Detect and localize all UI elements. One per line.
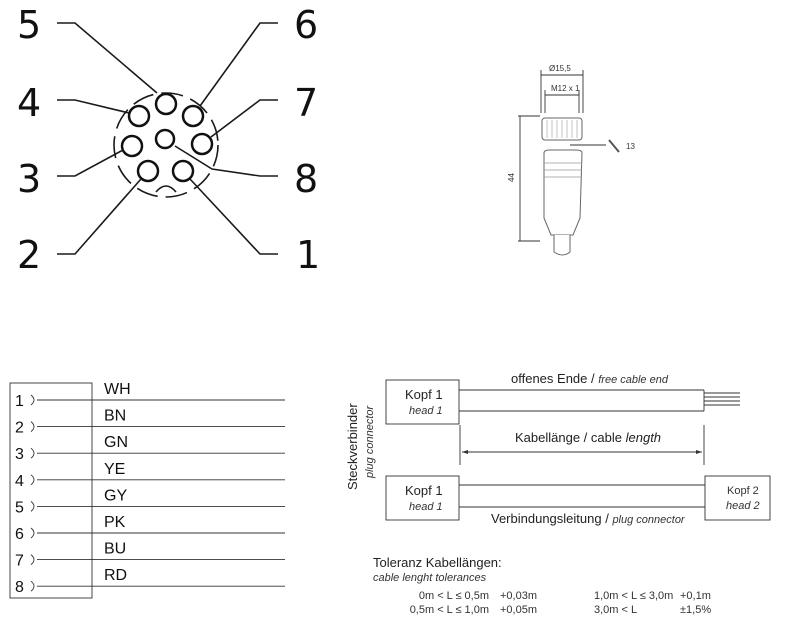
wrench-size: 13 (626, 142, 635, 151)
wire-color-code: BN (104, 408, 126, 425)
pin-4 (127, 104, 151, 128)
wiring-table: 1 WH 2 BN 3 GN 4 YE 5 GY 6 PK 7 BU 8 RD (9, 381, 285, 599)
connector-drawing: Ø15,5 M12 x 1 44 13 (507, 64, 635, 256)
pin-8 (154, 128, 176, 150)
wire-color-code: BU (104, 541, 126, 558)
wire-row: 6 PK (15, 514, 285, 543)
head2-en: head 2 (726, 500, 760, 512)
pin-3 (120, 134, 144, 158)
socket-contact-icon (30, 447, 35, 459)
cable-length-label: Kabellänge / cable length (515, 430, 661, 445)
socket-contact-icon (30, 474, 35, 486)
pin-label-8: 8 (294, 157, 318, 201)
wire-row: 7 BU (15, 541, 285, 570)
tolerance-range: 0m < L ≤ 0,5m (419, 590, 489, 602)
pin-6 (181, 104, 205, 128)
head1-label-top: Kopf 1 (405, 387, 443, 402)
pin-label-7: 7 (294, 81, 318, 125)
pin-leader-lines (57, 22, 278, 255)
cable-diagram: Steckverbinder plug connector Kopf 1 hea… (345, 371, 771, 526)
wire-row: 3 GN (15, 434, 285, 463)
wire-color-code: YE (104, 461, 125, 478)
wire-pin-number: 2 (15, 420, 24, 437)
tolerance-table: Toleranz Kabellängen: cable lenght toler… (373, 555, 711, 616)
tolerance-value: +0,03m (500, 590, 537, 602)
socket-contact-icon (30, 527, 35, 539)
connector-body (543, 149, 583, 236)
wire-color-code: GN (104, 434, 128, 451)
wire-row: 5 GY (15, 487, 285, 516)
pin-label-4: 4 (17, 81, 41, 125)
pin-5 (154, 92, 178, 116)
wire-row: 4 YE (15, 461, 285, 490)
socket-contact-icon (30, 580, 35, 592)
tolerance-subtitle: cable lenght tolerances (373, 572, 487, 584)
length-dimension: 44 (507, 173, 516, 182)
wire-color-code: GY (104, 487, 127, 504)
socket-contact-icon (30, 554, 35, 565)
tolerance-value: +0,05m (500, 604, 537, 616)
wire-color-code: WH (104, 381, 131, 398)
pin-contacts (120, 92, 214, 183)
head1-en-top: head 1 (409, 405, 443, 417)
tolerance-range: 1,0m < L ≤ 3,0m (594, 590, 673, 602)
head2-label: Kopf 2 (727, 485, 759, 497)
wire-pin-number: 3 (15, 446, 24, 463)
tolerance-value: ±1,5% (680, 604, 711, 616)
pin-7 (190, 132, 214, 156)
wire-pin-number: 5 (15, 499, 24, 516)
pin-label-1: 1 (296, 233, 320, 277)
pin-label-2: 2 (17, 233, 41, 277)
tolerance-value: +0,1m (680, 590, 711, 602)
socket-contact-icon (30, 394, 35, 406)
wire-pin-number: 8 (15, 579, 24, 596)
tolerance-range: 0,5m < L ≤ 1,0m (410, 604, 489, 616)
coding-key (155, 185, 177, 193)
wire-pin-number: 4 (15, 473, 24, 490)
head1-label-bottom: Kopf 1 (405, 483, 443, 498)
wire-pin-number: 6 (15, 526, 24, 543)
tolerance-range: 3,0m < L (594, 604, 637, 616)
wire-row: 8 RD (15, 567, 285, 596)
wire-row: 2 BN (15, 408, 285, 437)
wire-pin-number: 7 (15, 553, 24, 570)
wire-color-code: PK (104, 514, 126, 531)
head1-box-top (385, 379, 460, 425)
wrench-icon (608, 139, 620, 153)
head2-box (704, 475, 771, 521)
wire-color-code: RD (104, 567, 127, 584)
tolerance-title: Toleranz Kabellängen: (373, 555, 502, 570)
socket-contact-icon (30, 501, 35, 512)
pin-label-5: 5 (17, 3, 41, 47)
wire-row: 1 WH (15, 381, 285, 410)
diameter-dimension: Ø15,5 (549, 64, 571, 73)
head1-en-bottom: head 1 (409, 501, 443, 513)
free-wire-ends (704, 392, 740, 406)
head1-box-bottom (385, 475, 460, 521)
cable-stub (553, 235, 571, 256)
pin-label-6: 6 (294, 3, 318, 47)
thread-dimension: M12 x 1 (551, 84, 580, 93)
wire-pin-number: 1 (15, 393, 24, 410)
pin-1 (171, 159, 195, 183)
pin-2 (136, 159, 160, 183)
side-label-en: plug connector (364, 405, 376, 479)
pin-label-3: 3 (17, 157, 41, 201)
pinout-diagram: 1 2 3 4 5 6 7 8 (17, 3, 320, 277)
connection-label: Verbindungsleitung / plug connector (491, 511, 686, 526)
socket-contact-icon (30, 421, 35, 432)
side-label: Steckverbinder (345, 403, 360, 490)
free-end-label: offenes Ende / free cable end (511, 371, 669, 386)
